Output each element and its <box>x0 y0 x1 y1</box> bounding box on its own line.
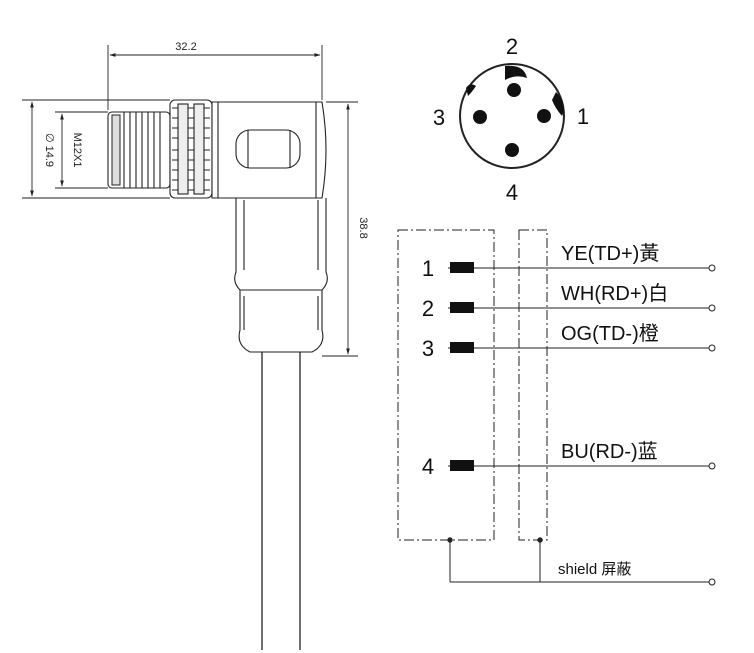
pin-2-dot <box>507 83 521 97</box>
wire-3-label: OG(TD-)橙 <box>561 322 659 345</box>
wiring-pin-4-label: 4 <box>422 454 434 479</box>
pin-1-dot <box>537 109 551 123</box>
dim-diameter-label: ∅ 14.9 <box>43 133 55 167</box>
shield-label: shield 屏蔽 <box>558 561 631 578</box>
pin-face-view <box>459 63 565 169</box>
face-pin-1-label: 1 <box>577 104 589 129</box>
face-pin-3-label: 3 <box>433 105 445 130</box>
dim-thread-label: M12X1 <box>71 133 83 168</box>
wire-1-label: YE(TD+)黃 <box>561 242 659 265</box>
face-pin-4-label: 4 <box>506 180 518 205</box>
wire-4-label: BU(RD-)蓝 <box>561 440 658 463</box>
wiring-pin-3-label: 3 <box>422 336 434 361</box>
dim-length-label: 32.2 <box>175 41 196 53</box>
wiring-pin-2-label: 2 <box>422 296 434 321</box>
dimension-lines <box>22 45 358 357</box>
pin-4-dot <box>505 143 519 157</box>
pin-contacts <box>450 262 474 471</box>
pin-3-dot <box>473 110 487 124</box>
dim-height-label: 38.8 <box>357 217 369 238</box>
wiring-schematic <box>397 229 716 586</box>
connector-side-view <box>107 99 328 650</box>
face-pin-2-label: 2 <box>506 34 518 59</box>
wire-2-label: WH(RD+)白 <box>561 282 668 305</box>
wiring-pin-1-label: 1 <box>422 256 434 281</box>
